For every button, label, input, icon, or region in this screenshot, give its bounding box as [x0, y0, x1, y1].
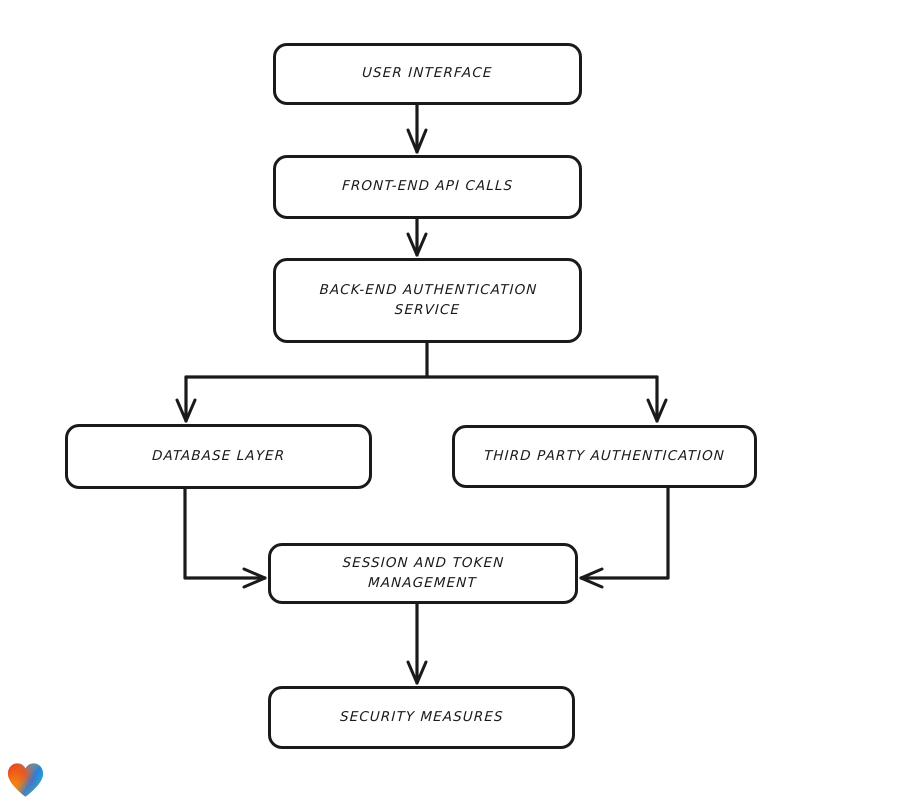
edge-thirdparty-to-session	[579, 486, 670, 589]
node-back-end-authentication-service[interactable]: BACK-END AUTHENTICATION SERVICE	[273, 258, 582, 343]
node-label-database-layer: DATABASE LAYER	[151, 447, 286, 464]
edge-session-to-security	[406, 602, 428, 685]
node-third-party-authentication[interactable]: THIRD PARTY AUTHENTICATION	[452, 425, 757, 488]
node-security-measures[interactable]: SECURITY MEASURES	[268, 686, 575, 749]
node-label-back-end-authentication-service: BACK-END AUTHENTICATION SERVICE	[318, 281, 538, 318]
node-user-interface[interactable]: USER INTERFACE	[273, 43, 582, 105]
heart-icon	[7, 763, 44, 797]
node-label-third-party-authentication: THIRD PARTY AUTHENTICATION	[483, 447, 726, 464]
edge-backend-split-stem	[184, 341, 659, 379]
edge-database-to-session	[183, 487, 267, 589]
node-database-layer[interactable]: DATABASE LAYER	[65, 424, 372, 489]
node-label-front-end-api-calls: FRONT-END API CALLS	[341, 178, 514, 195]
node-session-and-token-management[interactable]: SESSION AND TOKEN MANAGEMENT	[268, 543, 578, 604]
node-label-security-measures: SECURITY MEASURES	[339, 708, 504, 725]
node-label-session-and-token-management: SESSION AND TOKEN MANAGEMENT	[342, 554, 505, 591]
node-front-end-api-calls[interactable]: FRONT-END API CALLS	[273, 155, 582, 219]
edge-backend-to-thirdparty	[646, 375, 668, 423]
edge-backend-to-database	[175, 375, 197, 423]
node-label-user-interface: USER INTERFACE	[361, 65, 494, 82]
edge-ui-to-api	[406, 103, 428, 154]
edge-api-to-backend	[406, 217, 428, 257]
